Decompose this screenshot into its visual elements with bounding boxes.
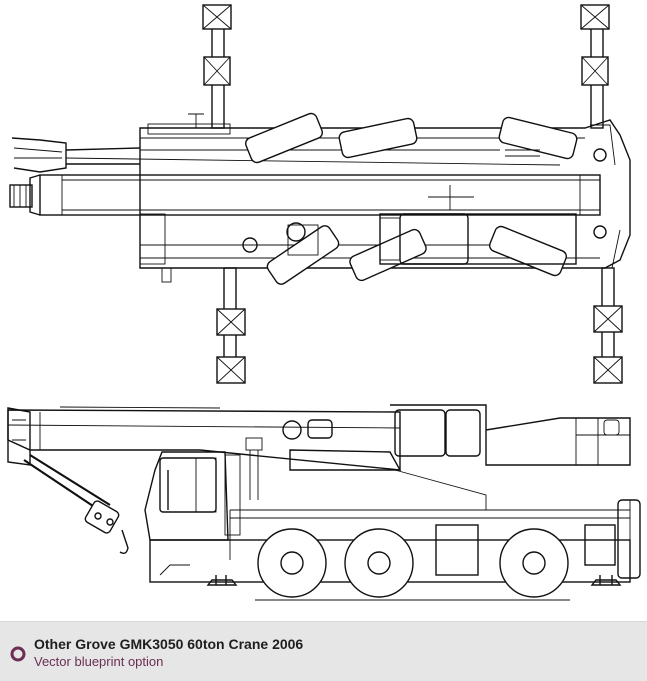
driver-cab-side xyxy=(144,451,241,541)
crane-blueprint-drawing xyxy=(7,4,641,601)
crane-side-view xyxy=(7,404,641,601)
rear-detail-top xyxy=(505,124,621,269)
superstructure-side xyxy=(245,404,631,510)
hook-block xyxy=(23,454,129,555)
caption-bar: Other Grove GMK3050 60ton Crane 2006 Vec… xyxy=(0,621,647,681)
tires-top-view xyxy=(245,112,578,285)
caption-subtitle[interactable]: Vector blueprint option xyxy=(34,654,164,669)
crane-top-view xyxy=(9,4,631,384)
outrigger-pads xyxy=(202,4,623,384)
crane-blueprint-svg xyxy=(7,4,641,601)
jib-bracket-top xyxy=(11,137,561,173)
caption-title[interactable]: Other Grove GMK3050 60ton Crane 2006 xyxy=(34,636,304,652)
wheels-side xyxy=(255,528,570,601)
ring-bullet-icon xyxy=(10,646,26,662)
outrigger-beams xyxy=(211,24,615,374)
cab-top-view xyxy=(242,213,577,265)
boom-side xyxy=(7,406,401,471)
outrigger-feet-side xyxy=(206,575,622,586)
boom-top xyxy=(9,174,601,216)
